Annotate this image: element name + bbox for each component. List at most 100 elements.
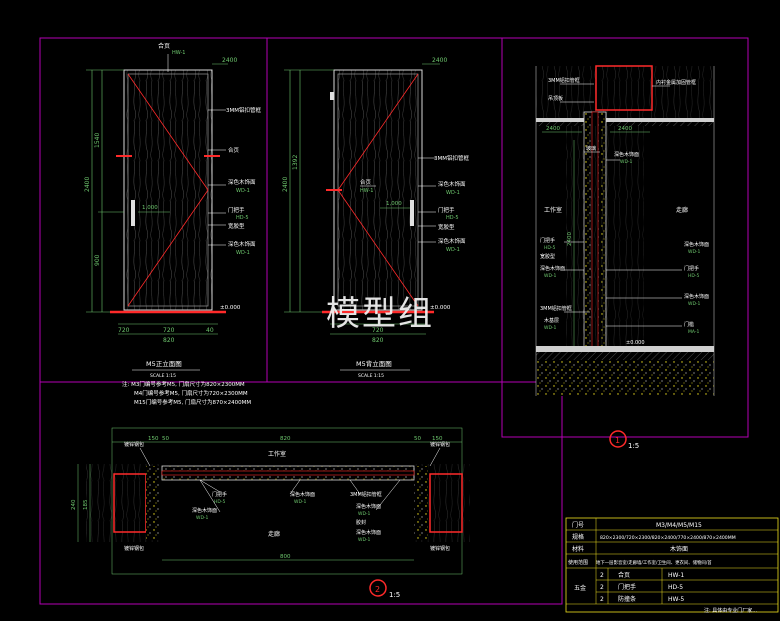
back-lbl-handle: 门把手 <box>438 206 455 214</box>
spec-r1-label: 门号 <box>572 521 584 529</box>
back-elevation: 2400 1392 1,000 2400 720 820 3MM铝扣管框 合页 … <box>282 57 469 379</box>
back-scale: SCALE 1:15 <box>358 373 384 379</box>
door-notes: 注: M3门编号参考M5, 门扇尺寸为820×2300MM M4门编号参考M5,… <box>122 380 251 406</box>
plan-lbl-stain3: 深色木饰面 <box>356 503 381 510</box>
back-lbl-rubber: 宽胶型 <box>438 223 455 231</box>
sec-dim-top2: 2400 <box>618 126 632 132</box>
back-door-panel <box>333 69 423 311</box>
plan-lbl-steel-l: 镀锌钢包 <box>124 441 144 448</box>
back-lbl-hinge-badge: HW-1 <box>360 188 374 194</box>
spec-footnote: 注: 具体由专业门厂家... <box>704 607 757 614</box>
sec-marker-circle <box>609 430 627 448</box>
sec-lbl-stain-l: 深色木饰面 <box>614 151 639 158</box>
sec-lbl-stain-r-badge: WD-1 <box>688 249 701 255</box>
front-lbl-handle: 门把手 <box>228 206 245 214</box>
front-lbl-frame: 3MM铝扣管框 <box>226 106 261 114</box>
plan-lbl-handle-badge: HD-5 <box>214 499 225 505</box>
sec-lbl-stain-l2: 深色木饰面 <box>540 265 565 272</box>
front-lbl-hinge: 合页 <box>158 42 170 50</box>
sec-lbl-ceiling: 吊顶板 <box>548 95 563 102</box>
plan-dim-top3: 820 <box>280 436 291 442</box>
plan-detail: 150 50 820 50 150 240 185 800 工作室 走廊 镀锌钢… <box>71 427 470 599</box>
plan-lbl-wall-r: 镀锌钢包 <box>430 545 450 552</box>
plan-lbl-corridor: 走廊 <box>268 530 280 538</box>
spec-hw-0-name: 合页 <box>618 571 630 579</box>
back-lbl-stain-badge: WD-1 <box>446 190 460 196</box>
back-lbl-floor: ±0.000 <box>430 305 451 311</box>
sec-lbl-aluframe: 3MM铝扣管框 <box>548 77 580 84</box>
plan-lbl-stain2: 深色木饰面 <box>290 491 315 498</box>
front-scale: SCALE 1:15 <box>150 373 176 379</box>
watermark-text: 模型组 <box>326 294 434 334</box>
plan-lbl-stain-badge: WD-1 <box>196 515 209 521</box>
back-lbl-stain: 深色木饰面 <box>438 180 466 188</box>
sec-dim-top: 2400 <box>546 126 560 132</box>
plan-marker-circle <box>369 579 387 597</box>
front-title: M5正立面图 <box>146 359 182 368</box>
spec-hw-1-name: 门把手 <box>618 583 636 591</box>
plan-lbl-handle: 门把手 <box>212 491 227 498</box>
plan-dim-top5: 150 <box>432 436 443 442</box>
spec-hw-1-code: HD-5 <box>668 584 683 591</box>
plan-dim-left2: 185 <box>83 499 89 510</box>
back-dim-handle: 1,000 <box>386 201 402 207</box>
note-line-2: M4门编号参考M5, 门扇尺寸为720×2300MM <box>134 389 248 397</box>
back-lbl-handle-badge: HD-5 <box>446 215 459 221</box>
sec-lbl-stain-l2-badge: WD-1 <box>544 273 557 279</box>
front-lbl-floor: ±0.000 <box>220 305 241 311</box>
spec-r2-value: 820×2300/720×2300/820×2400/770×2400/870×… <box>600 535 736 541</box>
sec-lbl-base-badge: WD-1 <box>544 325 557 331</box>
back-dim-w: 720 <box>372 327 384 334</box>
sec-lbl-base: 木基层 <box>544 317 559 324</box>
spec-hw-1-qty: 2 <box>600 584 604 591</box>
spec-r1-value: M3/M4/M5/M15 <box>656 522 702 529</box>
frame-plan <box>39 381 563 605</box>
sec-lbl-office: 工作室 <box>544 206 562 214</box>
plan-lbl-steel-r: 镀锌钢包 <box>430 441 450 448</box>
plan-dim-top1: 150 <box>148 436 159 442</box>
sec-lbl-stain-r2-badge: WD-1 <box>688 301 701 307</box>
plan-lbl-stain: 深色木饰面 <box>192 507 217 514</box>
front-lbl-stain-badge: WD-1 <box>236 188 250 194</box>
spec-hw-0-qty: 2 <box>600 572 604 579</box>
back-dim-h-total: 2400 <box>282 177 289 192</box>
spec-hw-group: 五金 <box>574 584 586 592</box>
front-top-dim: 2400 <box>222 57 237 64</box>
plan-dim-left1: 240 <box>71 499 77 510</box>
spec-hw-2-code: HW-5 <box>668 596 684 603</box>
back-lbl-stain2-badge: WD-1 <box>446 247 460 253</box>
back-title: M5背立面图 <box>356 359 392 368</box>
sec-lbl-threshold: 门槛 <box>684 321 694 328</box>
plan-lbl-stain2-badge: WD-1 <box>294 499 307 505</box>
sec-lbl-handle: 门把手 <box>540 237 555 244</box>
plan-lbl-office: 工作室 <box>268 450 286 458</box>
front-door-panel <box>123 69 213 311</box>
sec-lbl-handle-r: 门把手 <box>684 265 699 272</box>
plan-marker-scale: 1:5 <box>389 591 400 599</box>
sec-lbl-glass: 玻璃 <box>586 145 596 152</box>
sec-lbl-handle-r-badge: HD-5 <box>688 273 699 279</box>
sec-lbl-corridor: 走廊 <box>676 206 688 214</box>
front-lbl-handle-badge: HD-5 <box>236 215 249 221</box>
sec-lbl-floor: ±0.000 <box>626 340 645 346</box>
sec-marker-num: 1 <box>615 436 620 445</box>
sec-dim-side: 2400 <box>567 232 573 246</box>
front-dim-w: 720 <box>163 327 175 334</box>
front-dim-h-total: 2400 <box>84 177 91 192</box>
front-lbl-stain2-badge: WD-1 <box>236 250 250 256</box>
back-lbl-stain2: 深色木饰面 <box>438 237 466 245</box>
spec-r3-label: 材料 <box>572 545 584 553</box>
back-dim-h-top: 1392 <box>292 155 299 170</box>
sec-lbl-threshold-badge: MA-1 <box>688 329 699 335</box>
back-door-handle <box>410 200 414 226</box>
front-lbl-hinge-badge: HW-1 <box>172 50 186 56</box>
spec-hw-2-qty: 2 <box>600 596 604 603</box>
plan-dim-top4: 50 <box>414 436 421 442</box>
sec-lbl-stain-l-badge: WD-1 <box>620 159 633 165</box>
section-detail: 2400 2400 2400 3MM铝扣管框 内衬金属加固管框 吊顶板 玻璃 深… <box>535 65 715 450</box>
spec-hw-2-name: 防撞条 <box>618 595 636 603</box>
spec-table: 门号 M3/M4/M5/M15 规格 820×2300/720×2300/820… <box>565 517 779 614</box>
front-lbl-hinge2: 合页 <box>228 146 240 154</box>
front-door-handle <box>131 200 135 226</box>
